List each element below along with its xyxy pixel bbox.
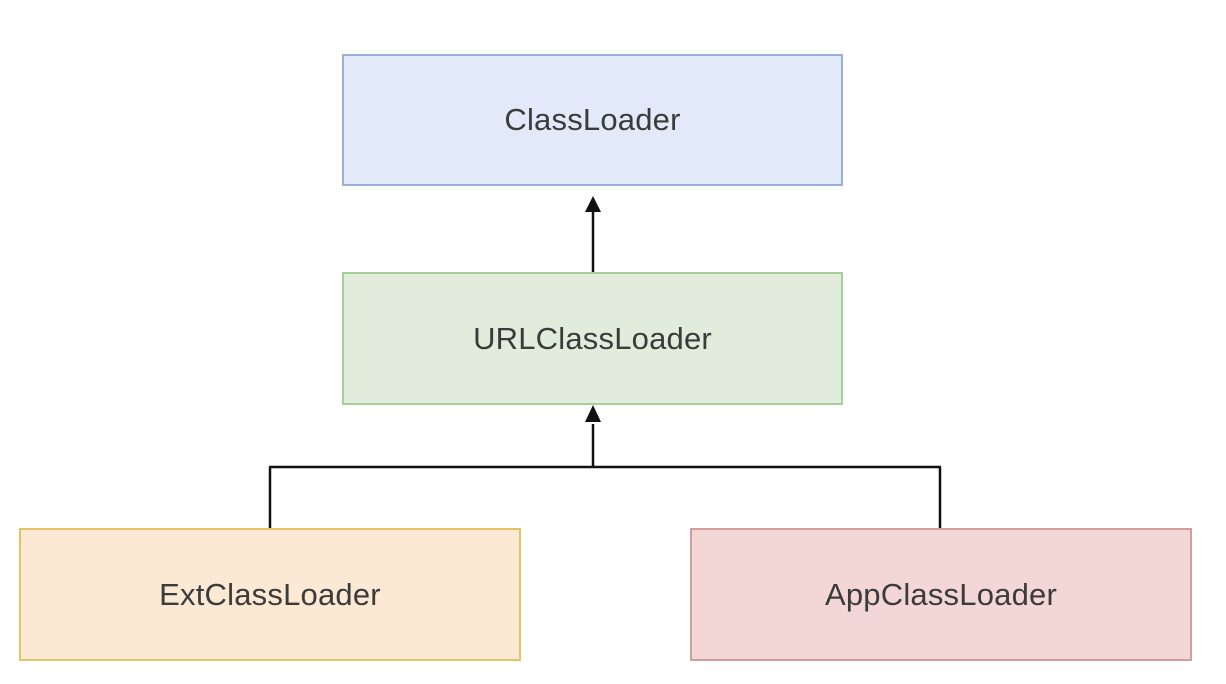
appclassloader-node: AppClassLoader [690, 528, 1192, 661]
urlclassloader-node: URLClassLoader [342, 272, 843, 405]
appclassloader-label: AppClassLoader [824, 576, 1057, 612]
classloader-node: ClassLoader [342, 54, 843, 186]
classloader-label: ClassLoader [504, 102, 681, 137]
urlclassloader-label: URLClassLoader [473, 320, 712, 356]
extclassloader-node: ExtClassLoader [19, 528, 521, 661]
extclassloader-label: ExtClassLoader [159, 576, 381, 612]
arrowhead-urlclassloader [585, 405, 601, 422]
arrowhead-classloader [585, 196, 601, 212]
